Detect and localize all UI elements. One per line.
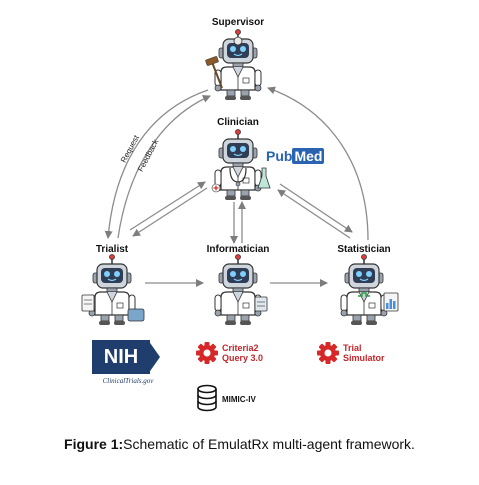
nih-logo: NIH [92, 340, 150, 374]
figure-caption-text: Schematic of EmulatRx multi-agent framew… [123, 436, 415, 452]
statistician-robot-icon [340, 253, 399, 326]
pubmed-logo-pub: Pub [266, 148, 293, 164]
database-icon [197, 384, 217, 412]
informatician-robot-icon [214, 253, 268, 326]
figure-caption: Figure 1:Schematic of EmulatRx multi-age… [60, 435, 419, 453]
trialist-label: Trialist [95, 244, 129, 255]
informatician-label: Informatician [206, 244, 270, 255]
clinician-label: Clinician [217, 117, 259, 128]
trial-simulator-label-line2: Simulator [343, 353, 385, 363]
trial-simulator-gear-icon [317, 342, 339, 364]
criteria2query-label-line2: Query 3.0 [222, 353, 264, 363]
figure-caption-prefix: Figure 1: [64, 436, 124, 452]
arrow-statistician-to-supervisor [267, 86, 369, 241]
trial-simulator-label-line1: Trial [343, 343, 362, 353]
statistician-label: Statistician [337, 244, 391, 255]
clinician-robot-icon [211, 128, 271, 201]
arrow-clinician-informatician-pair [230, 201, 246, 244]
trial-simulator-label: Trial Simulator [343, 343, 385, 363]
trialist-robot-icon [81, 253, 145, 326]
arrow-trialist-to-supervisor [117, 95, 211, 239]
pubmed-logo-med: Med [292, 148, 325, 164]
arrow-clinician-statistician-pair [277, 183, 353, 239]
criteria2query-label-line1: Criteria2 [222, 343, 259, 353]
criteria2query-label: Criteria2 Query 3.0 [222, 343, 263, 363]
arrow-supervisor-to-trialist [104, 89, 209, 239]
nih-logo-arrow-icon [148, 340, 160, 374]
clinicaltrials-gov-label: ClinicalTrials.gov [102, 377, 154, 385]
arrow-clinician-trialist-pair [129, 181, 208, 237]
supervisor-label: Supervisor [211, 17, 265, 28]
criteria2query-gear-icon [196, 342, 218, 364]
mimic-iv-label: MIMIC-IV [222, 395, 256, 404]
supervisor-robot-icon [205, 28, 262, 101]
